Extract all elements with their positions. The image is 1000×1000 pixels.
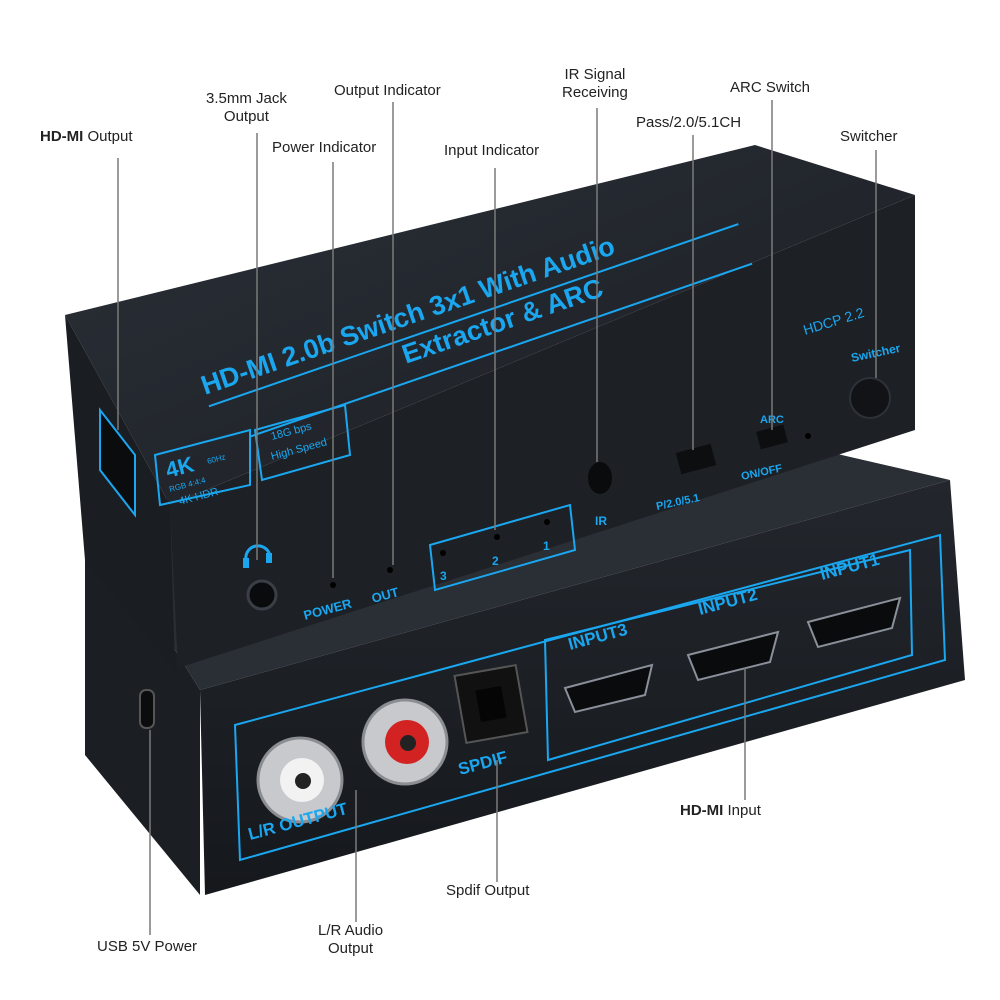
rca-right-port (361, 698, 449, 786)
callout-lines (117, 100, 877, 935)
hdmi-output-port (99, 407, 136, 518)
rear-panel-outline (233, 533, 947, 862)
label-out: OUT (370, 584, 400, 606)
mode-switch (675, 443, 717, 475)
jack-port (246, 579, 278, 611)
upper-unit (65, 145, 915, 670)
power-led (330, 582, 336, 588)
callout-arc-switch: ARC Switch (730, 79, 811, 96)
ir-receiver (588, 462, 612, 494)
callout-hdmi-input: HD-MI Input (680, 802, 761, 819)
callout-output-indicator: Output Indicator (334, 82, 441, 99)
callout-switcher: Switcher (840, 128, 898, 145)
label-ir: IR (595, 514, 607, 528)
output-led (387, 567, 393, 573)
indicator-2: 2 (492, 554, 499, 568)
arc-toggle (756, 424, 788, 450)
callout-pass-mode: Pass/2.0/5.1CH (636, 114, 742, 131)
callout-spdif-output: Spdif Output (446, 882, 530, 899)
callout-input-indicator: Input Indicator (444, 142, 540, 159)
input-indicator-box (428, 503, 577, 592)
callout-usb-power: USB 5V Power (97, 938, 198, 955)
rca-left-port (256, 736, 344, 824)
indicator-3: 3 (440, 569, 447, 583)
indicator-1: 1 (543, 539, 550, 553)
headphone-icon (243, 544, 272, 568)
switcher-button (849, 377, 891, 419)
callout-hdmi-output: HD-MI Output (40, 128, 133, 145)
hdmi-input-ports (563, 596, 902, 714)
usb-power-port (139, 689, 155, 729)
callout-power-indicator: Power Indicator (272, 139, 377, 156)
